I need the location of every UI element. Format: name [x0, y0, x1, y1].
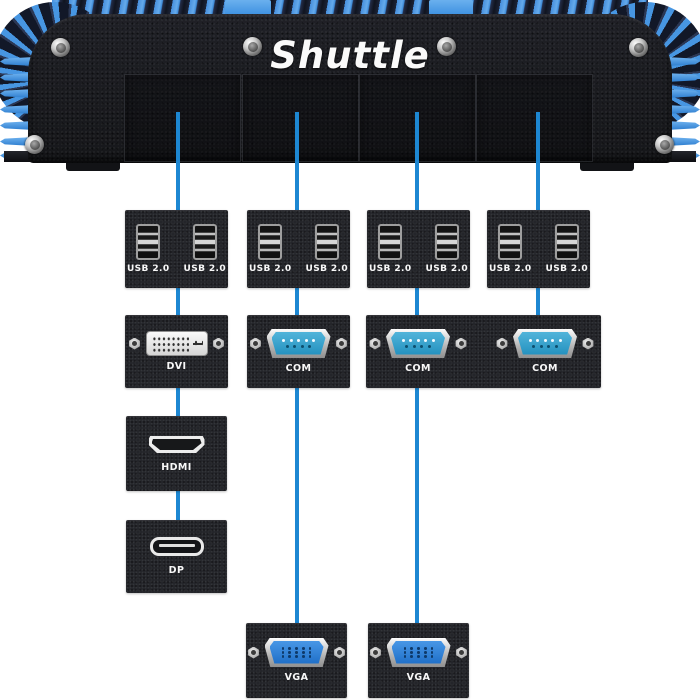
usb-connector-icon [136, 224, 161, 260]
hex-nut-icon [456, 646, 467, 659]
hex-nut-icon [248, 646, 259, 659]
hdmi-module: HDMI [126, 416, 227, 491]
heatsink-fin-left [0, 57, 34, 66]
vga-label: VGA [406, 672, 431, 683]
usb-module-3: USB 2.0 USB 2.0 [367, 210, 470, 288]
com-connector-icon [386, 329, 450, 358]
usb-port-label: USB 2.0 [248, 264, 292, 274]
usb-connector-icon [314, 224, 339, 260]
screw [51, 38, 70, 57]
usb-port: USB 2.0 [306, 224, 349, 274]
screw [243, 37, 262, 56]
hex-nut-icon [129, 337, 140, 350]
screw [437, 37, 456, 56]
heatsink-fin-right [666, 137, 700, 146]
dvi-label: DVI [166, 361, 187, 372]
hdmi-label: HDMI [161, 462, 192, 473]
vga-label: VGA [284, 672, 309, 683]
heatsink-fin-right [666, 57, 700, 66]
heatsink-fin-left [0, 73, 34, 82]
heatsink-fin-wide-tooth [225, 0, 271, 16]
dvi-connector-icon [145, 331, 208, 356]
usb-port: USB 2.0 [184, 224, 227, 274]
heatsink-fin-right [666, 73, 700, 82]
usb-port-label: USB 2.0 [126, 264, 170, 274]
vga-module-1: VGA [246, 623, 347, 698]
dp-label: DP [168, 565, 185, 576]
heatsink-fin-right [666, 89, 700, 98]
usb-port-label: USB 2.0 [368, 264, 412, 274]
hex-nut-icon [334, 646, 345, 659]
usb-connector-icon [434, 224, 459, 260]
dp-module: DP [126, 520, 227, 593]
heatsink-fin-left [0, 105, 34, 114]
chassis-foot-right [580, 162, 634, 171]
usb-connector-icon [192, 224, 217, 260]
brand-logo: Shuttle [270, 34, 430, 77]
hex-nut-icon [250, 337, 261, 350]
usb-connector-icon [378, 224, 403, 260]
vga-module-2: VGA [368, 623, 469, 698]
usb-port: USB 2.0 [127, 224, 170, 274]
dvi-pin-grid [150, 335, 189, 352]
heatsink-fin-right [666, 121, 700, 130]
dvi-analog-pins [191, 335, 203, 352]
dual-com-module: COM COM [366, 315, 601, 388]
usb-port: USB 2.0 [369, 224, 412, 274]
expansion-slot-2 [242, 74, 359, 162]
expansion-slot-1 [124, 74, 241, 162]
screw [25, 135, 44, 154]
com-connector-icon [513, 329, 577, 358]
usb-connector-icon [258, 224, 283, 260]
vga-connector-icon [264, 638, 329, 667]
usb-module-2: USB 2.0 USB 2.0 [247, 210, 350, 288]
heatsink-fin-left [0, 121, 34, 130]
heatsink-fin-left [0, 89, 34, 98]
usb-port: USB 2.0 [249, 224, 292, 274]
hex-nut-icon [213, 337, 224, 350]
screw [655, 135, 674, 154]
usb-port: USB 2.0 [489, 224, 532, 274]
usb-module-1: USB 2.0 USB 2.0 [125, 210, 228, 288]
heatsink-fin-right [666, 105, 700, 114]
usb-port: USB 2.0 [426, 224, 469, 274]
usb-port: USB 2.0 [546, 224, 589, 274]
hex-nut-icon [336, 337, 347, 350]
heatsink-fin-left [0, 137, 34, 146]
com-label: COM [285, 363, 312, 374]
usb-port-label: USB 2.0 [545, 264, 589, 274]
usb-port-label: USB 2.0 [425, 264, 469, 274]
usb-port-label: USB 2.0 [305, 264, 349, 274]
vga-connector-icon [386, 638, 451, 667]
hex-nut-icon [582, 337, 594, 350]
com-port: COM [495, 329, 595, 374]
dvi-module: DVI [125, 315, 228, 388]
hex-nut-icon [455, 337, 467, 350]
displayport-connector-icon [149, 537, 204, 556]
chassis-foot-left [66, 162, 120, 171]
com-label: COM [532, 363, 558, 374]
com-module-1: COM [247, 315, 350, 388]
com-connector-icon [266, 329, 331, 358]
hex-nut-icon [370, 646, 381, 659]
usb-connector-icon [498, 224, 523, 260]
usb-connector-icon [554, 224, 579, 260]
device-front-panel: Shuttle [25, 14, 674, 163]
hex-nut-icon [369, 337, 381, 350]
screw [629, 38, 648, 57]
com-port: COM [368, 329, 468, 374]
hdmi-connector-icon [148, 436, 205, 453]
usb-port-label: USB 2.0 [183, 264, 227, 274]
hex-nut-icon [496, 337, 508, 350]
usb-module-4: USB 2.0 USB 2.0 [487, 210, 590, 288]
expansion-slot-4 [476, 74, 593, 162]
com-label: COM [405, 363, 431, 374]
heatsink-fin-wide-tooth [429, 0, 473, 16]
usb-port-label: USB 2.0 [488, 264, 532, 274]
